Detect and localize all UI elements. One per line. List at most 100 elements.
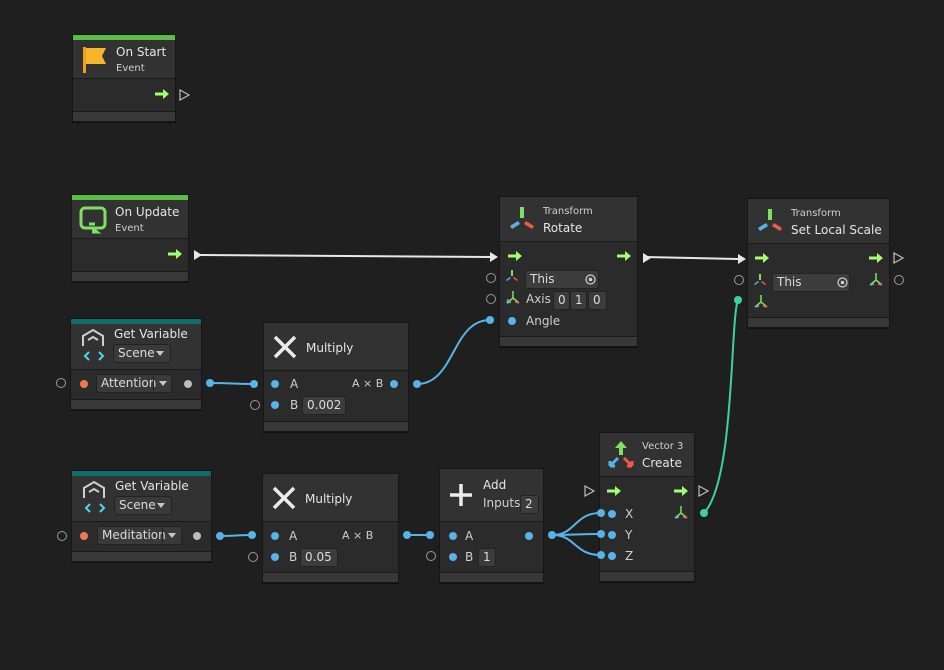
axis-z-field[interactable]: 0 bbox=[588, 291, 607, 310]
input-port-unconnected[interactable] bbox=[250, 400, 260, 410]
value-input-port[interactable] bbox=[426, 531, 434, 539]
scope-value: Scene bbox=[118, 346, 155, 360]
input-port-b[interactable] bbox=[271, 401, 279, 409]
flow-output-arrow-icon bbox=[674, 486, 688, 496]
object-picker-icon[interactable] bbox=[585, 274, 596, 285]
flow-output-port-icon[interactable] bbox=[179, 89, 190, 101]
variable-name-dropdown[interactable]: Attention bbox=[96, 374, 172, 393]
input-port-b[interactable] bbox=[271, 553, 279, 561]
port-label-x: X bbox=[625, 507, 634, 521]
output-label: A × B bbox=[342, 529, 374, 542]
input-port-unconnected[interactable] bbox=[426, 551, 436, 561]
flow-output-arrow-icon bbox=[869, 253, 883, 263]
value-input-port[interactable] bbox=[250, 380, 258, 388]
inputs-count-field[interactable]: 2 bbox=[520, 495, 539, 514]
add-icon bbox=[450, 484, 472, 506]
node-on-update[interactable]: On Update Event bbox=[71, 194, 189, 282]
input-port-angle[interactable] bbox=[508, 317, 516, 325]
target-field[interactable]: This bbox=[525, 270, 599, 289]
value-output-port[interactable] bbox=[216, 532, 224, 540]
node-title: Rotate bbox=[543, 221, 583, 235]
flow-input-arrow-icon bbox=[508, 251, 522, 261]
y-input-port[interactable] bbox=[597, 530, 605, 538]
node-add[interactable]: Add Inputs 2 A B 1 bbox=[439, 468, 544, 583]
value-input-port[interactable] bbox=[248, 531, 256, 539]
value-output-port[interactable] bbox=[413, 380, 421, 388]
vector3-output-icon bbox=[674, 506, 688, 519]
target-input-port[interactable] bbox=[486, 273, 496, 283]
node-transform-set-local-scale[interactable]: Transform Set Local Scale This bbox=[747, 198, 890, 328]
b-value-field[interactable]: 0.002 bbox=[302, 396, 346, 415]
input-port-y[interactable] bbox=[608, 531, 616, 539]
node-subtitle: Event bbox=[115, 223, 144, 234]
transform-icon bbox=[510, 207, 534, 229]
object-picker-icon[interactable] bbox=[837, 277, 848, 288]
node-title: Get Variable bbox=[114, 327, 188, 341]
flow-output-port-icon[interactable] bbox=[194, 250, 202, 260]
input-port-unconnected[interactable] bbox=[248, 552, 258, 562]
output-port[interactable] bbox=[193, 532, 201, 540]
node-title: Add bbox=[483, 478, 507, 492]
input-port-b[interactable] bbox=[449, 553, 457, 561]
b-value-field[interactable]: 1 bbox=[478, 548, 496, 567]
value-wire-add-x bbox=[552, 512, 601, 536]
scope-dropdown[interactable]: Scene bbox=[114, 496, 172, 515]
axis-y-field[interactable]: 1 bbox=[570, 291, 587, 310]
x-input-port[interactable] bbox=[597, 509, 605, 517]
target-field[interactable]: This bbox=[772, 273, 850, 292]
output-port[interactable] bbox=[184, 380, 192, 388]
angle-input-port[interactable] bbox=[486, 316, 494, 324]
node-subtitle: Vector 3 bbox=[642, 441, 684, 452]
target-input-port[interactable] bbox=[734, 275, 744, 285]
vector-wire-create-scale bbox=[703, 299, 739, 514]
flow-output-port-icon[interactable] bbox=[893, 252, 904, 264]
node-get-variable-meditation[interactable]: Get Variable Scene Meditation bbox=[71, 470, 212, 562]
node-title: Create bbox=[642, 456, 682, 470]
node-get-variable-attention[interactable]: Get Variable Scene Attention bbox=[70, 318, 202, 410]
input-port-a[interactable] bbox=[271, 380, 279, 388]
multiply-icon bbox=[273, 335, 297, 359]
input-port-unconnected[interactable] bbox=[57, 531, 67, 541]
value-output-port[interactable] bbox=[403, 531, 411, 539]
event-color-bar bbox=[73, 35, 175, 40]
input-port-x[interactable] bbox=[608, 510, 616, 518]
port-label-a: A bbox=[465, 529, 474, 543]
vector3-icon bbox=[608, 441, 634, 468]
input-port-a[interactable] bbox=[449, 532, 457, 540]
axis-input-port[interactable] bbox=[486, 294, 496, 304]
value-output-port[interactable] bbox=[548, 531, 556, 539]
node-on-start[interactable]: On Start Event bbox=[72, 34, 176, 122]
angle-label: Angle bbox=[526, 314, 561, 328]
value-wire-add-z bbox=[552, 534, 601, 556]
output-port-unconnected[interactable] bbox=[894, 275, 904, 285]
port-label-b: B bbox=[289, 550, 298, 564]
variable-icon bbox=[83, 480, 106, 513]
variable-color-bar bbox=[72, 471, 211, 476]
axis-x-field[interactable]: 0 bbox=[553, 291, 570, 310]
port-label-y: Y bbox=[625, 528, 633, 542]
output-port[interactable] bbox=[390, 380, 398, 388]
flow-input-port-icon[interactable] bbox=[584, 485, 595, 497]
z-input-port[interactable] bbox=[597, 551, 605, 559]
chevron-down-icon bbox=[159, 381, 167, 386]
output-port[interactable] bbox=[525, 532, 533, 540]
b-value-field[interactable]: 0.05 bbox=[300, 548, 338, 567]
flow-output-port-icon[interactable] bbox=[643, 253, 651, 263]
variable-name-dropdown[interactable]: Meditation bbox=[97, 526, 182, 545]
input-port-unconnected[interactable] bbox=[56, 378, 66, 388]
node-vector3-create[interactable]: Vector 3 Create X Y Z bbox=[599, 432, 695, 582]
flow-input-arrow-icon bbox=[755, 253, 769, 263]
scope-dropdown[interactable]: Scene bbox=[113, 344, 171, 363]
port-label-a: A bbox=[290, 377, 299, 391]
flow-output-port-icon[interactable] bbox=[698, 485, 709, 497]
input-port-a[interactable] bbox=[271, 532, 279, 540]
chevron-down-icon bbox=[156, 351, 164, 356]
input-port-z[interactable] bbox=[608, 552, 616, 560]
node-multiply-2[interactable]: Multiply A A × B B 0.05 bbox=[262, 473, 399, 583]
node-multiply-1[interactable]: Multiply A A × B B 0.002 bbox=[263, 322, 409, 432]
transform-icon bbox=[758, 209, 782, 231]
value-output-port[interactable] bbox=[206, 379, 214, 387]
wire-end-dot bbox=[700, 509, 708, 517]
node-transform-rotate[interactable]: Transform Rotate This Axis 0 1 0 Angle bbox=[499, 196, 638, 347]
